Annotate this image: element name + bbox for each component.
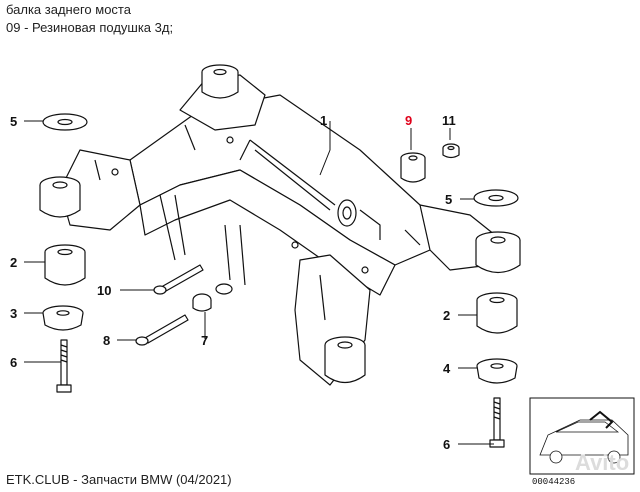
frame-mount-lower [324, 336, 366, 384]
frame-mount-front-left [39, 176, 81, 218]
rear-axle-carrier[interactable] [59, 71, 496, 386]
diagram-subtitle: 09 - Резиновая подушка 3д; [6, 20, 174, 35]
vehicle-thumbnail: Avito 00044236 [529, 397, 635, 487]
callout-5-right: 5 [445, 192, 452, 207]
callout-2-right: 2 [443, 308, 450, 323]
leader-lines [24, 120, 494, 445]
bolt-8[interactable] [135, 314, 189, 346]
ref-code: 00044236 [532, 477, 575, 487]
washer-5-right[interactable] [473, 189, 519, 207]
bolt-6-left[interactable] [56, 339, 72, 393]
callout-7: 7 [201, 333, 208, 348]
rubber-bushing-9[interactable] [400, 152, 426, 183]
callout-2-left: 2 [10, 255, 17, 270]
stop-buffer-4[interactable] [476, 358, 518, 384]
callout-labels: 1 9 11 5 5 2 2 3 4 6 6 7 8 10 [10, 113, 456, 452]
callout-1: 1 [320, 113, 327, 128]
callout-4: 4 [443, 361, 451, 376]
callout-11: 11 [442, 113, 456, 128]
callout-6-left: 6 [10, 355, 17, 370]
frame-mount-rear-left [201, 64, 239, 99]
callout-6-right: 6 [443, 437, 450, 452]
rubber-mount-2-left[interactable] [44, 244, 86, 286]
header: балка заднего моста 09 - Резиновая подуш… [0, 0, 640, 40]
callout-8: 8 [103, 333, 110, 348]
stop-buffer-3[interactable] [42, 305, 84, 331]
callout-5-left: 5 [10, 114, 17, 129]
callout-9: 9 [405, 113, 412, 128]
nut-11[interactable] [442, 143, 460, 159]
rubber-mount-2-right[interactable] [476, 292, 518, 334]
bolt-6-right[interactable] [489, 397, 505, 448]
bolt-10[interactable] [153, 264, 204, 295]
callout-3: 3 [10, 306, 17, 321]
callout-10: 10 [97, 283, 111, 298]
diagram-title: балка заднего моста [6, 2, 131, 17]
bushing-7[interactable] [192, 283, 233, 312]
watermark: Avito [575, 450, 629, 475]
washer-5-left[interactable] [42, 113, 88, 131]
footer-credit: ETK.CLUB - Запчасти BMW (04/2021) [6, 472, 232, 487]
frame-mount-front-right [475, 231, 521, 274]
